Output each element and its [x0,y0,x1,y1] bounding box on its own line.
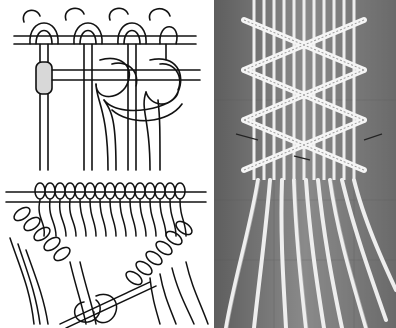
larks-head-loop [74,23,102,44]
hanging-cord [144,92,150,170]
fringe-cords [10,238,208,324]
knot-row [35,183,185,199]
diagonal-knots-right [124,219,194,288]
cord-curl [149,9,170,20]
half-hitch-loop [112,63,137,86]
cord-curl [65,8,84,20]
diagonal-holding-cord [60,282,150,324]
larks-head-loop [30,23,58,44]
diagonal-holding-cord [66,286,156,328]
top-diagram-drawing [0,0,214,178]
bottom-diagram-drawing [0,178,214,328]
macrame-photograph [214,0,396,328]
hanging-loops [39,200,186,236]
hitch-wrap [112,104,182,121]
bottom-macrame-diagram [0,178,214,328]
larks-head-loop [80,31,96,45]
larks-head-loop [36,31,52,45]
hanging-cord [158,100,160,170]
photo-drawing [214,0,396,328]
cord-curl [23,10,40,22]
larks-head-loop [118,23,146,44]
larks-head-loop [124,31,140,45]
holding-cord-end [36,62,52,94]
diagonal-hitch-loop [94,294,117,322]
top-macrame-diagram [0,0,214,178]
cord-curl [109,8,128,20]
